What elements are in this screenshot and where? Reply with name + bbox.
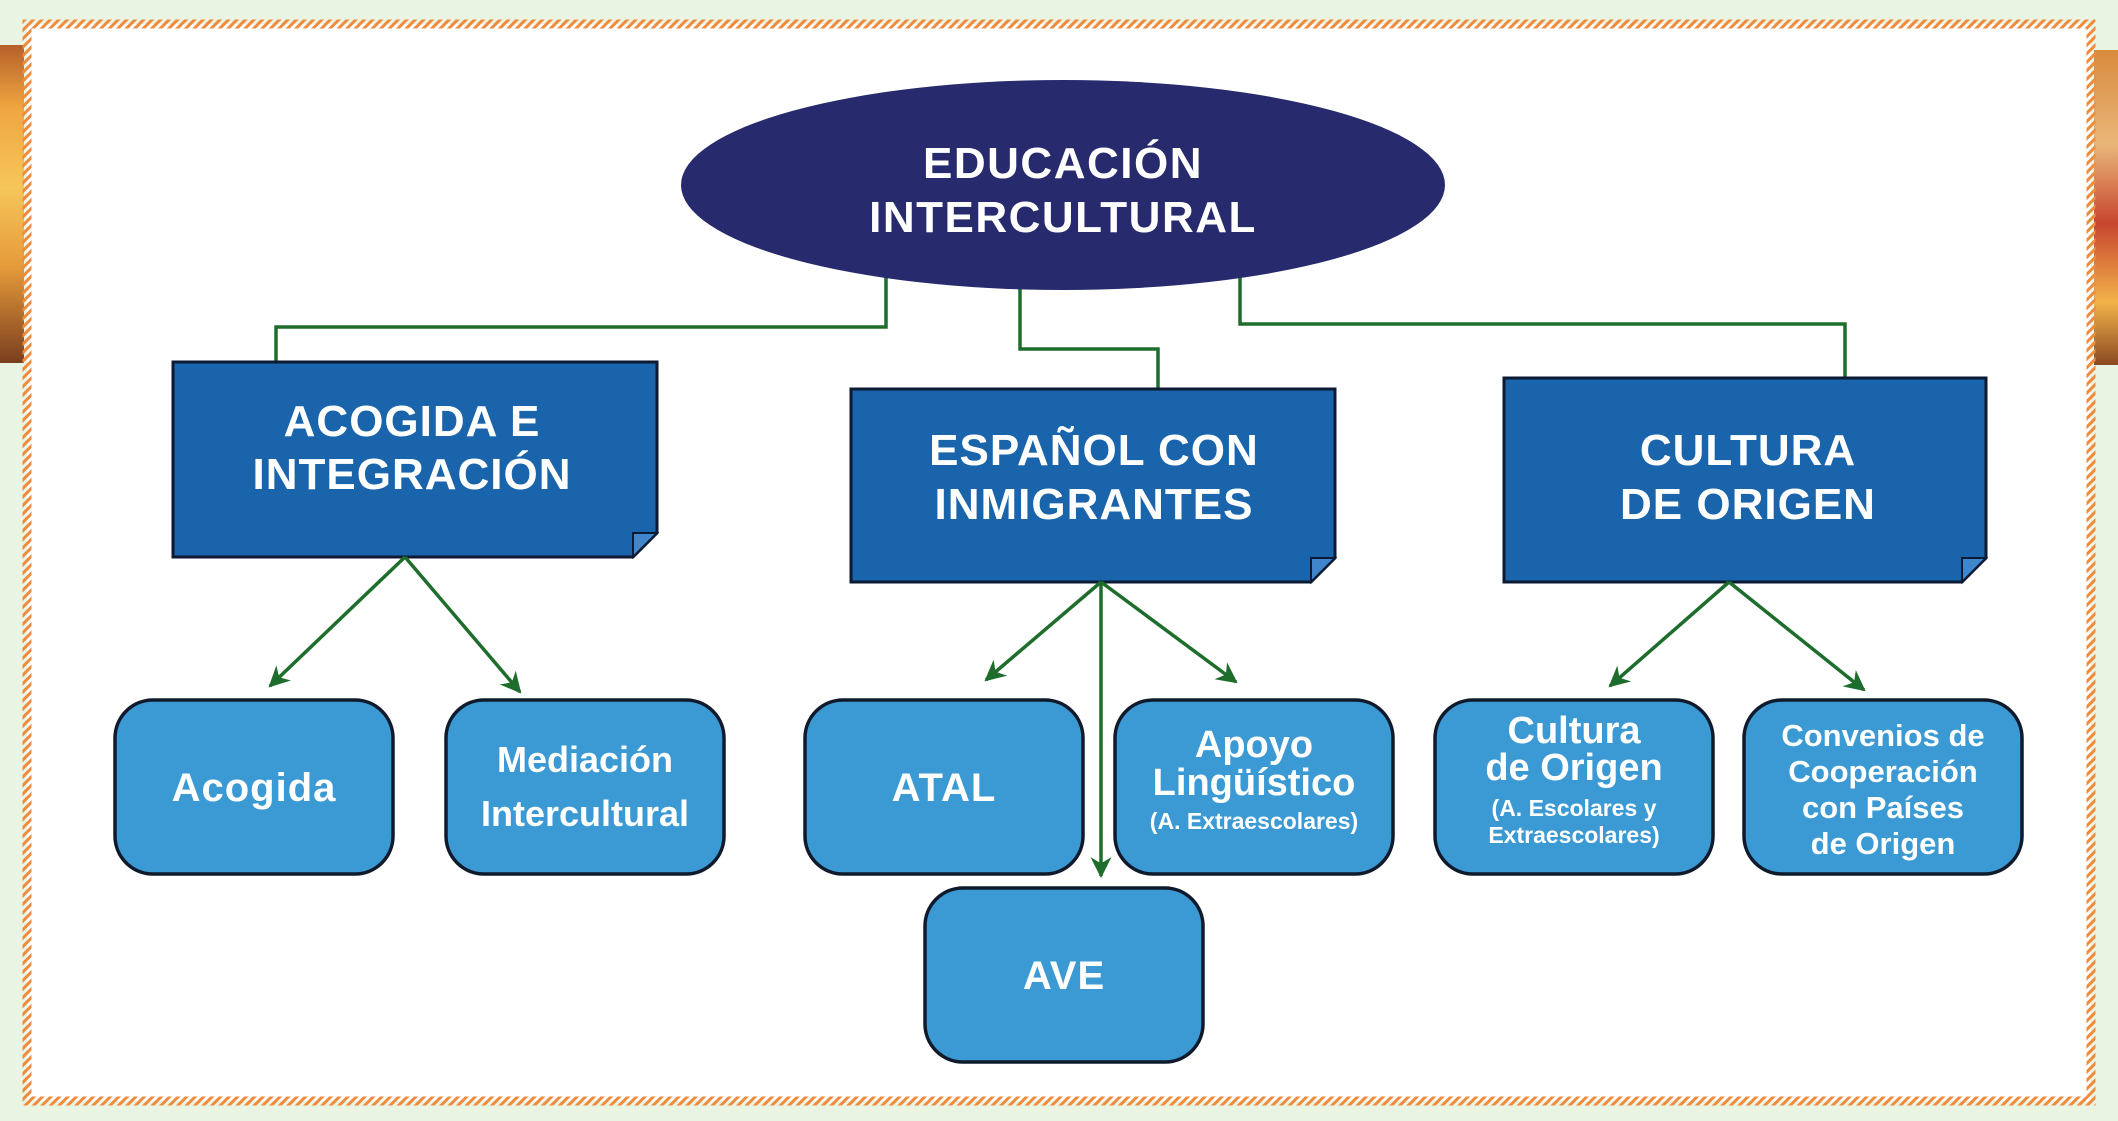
- arrow-to-cultura-origen: [1608, 580, 1731, 688]
- program-box: [444, 698, 726, 876]
- folded-corner-icon: [632, 532, 660, 560]
- program-label-line-1: Apoyo: [1195, 724, 1313, 766]
- category-espanol-inmigrantes: ESPAÑOL CON INMIGRANTES: [849, 387, 1338, 585]
- program-atal: ATAL: [803, 698, 1085, 876]
- connector-root-cultura: [1238, 270, 1847, 378]
- program-label-line-2: Lingüístico: [1153, 762, 1356, 804]
- root-label-line-1: EDUCACIÓN: [923, 138, 1203, 188]
- folded-corner-icon: [1310, 557, 1338, 585]
- program-label-line-1: Cultura: [1508, 710, 1642, 752]
- root-connectors: [274, 270, 1847, 389]
- root-ellipse: [681, 80, 1445, 290]
- background-image-fragment-right: [2094, 50, 2118, 365]
- program-box: [923, 886, 1205, 1064]
- program-note-line-1: (A. Extraescolares): [1150, 808, 1358, 834]
- program-convenios-cooperacion: Convenios de Cooperación con Países de O…: [1742, 698, 2024, 876]
- program-box: [803, 698, 1085, 876]
- category-cultura-de-origen: CULTURA DE ORIGEN: [1502, 376, 1989, 585]
- program-note-line-1: (A. Escolares y: [1492, 795, 1657, 821]
- program-apoyo-linguistico: Apoyo Lingüístico (A. Extraescolares): [1113, 698, 1395, 876]
- program-mediacion-intercultural: Mediación Intercultural: [444, 698, 726, 876]
- category-acogida-integracion: ACOGIDA E INTEGRACIÓN: [171, 360, 660, 560]
- root-label-line-2: INTERCULTURAL: [869, 193, 1257, 242]
- folded-corner-icon: [1961, 557, 1989, 585]
- program-label-line-4: de Origen: [1811, 826, 1956, 861]
- category-label-line-1: ESPAÑOL CON: [929, 425, 1259, 475]
- program-label-line-1: ATAL: [892, 766, 997, 810]
- program-acogida: Acogida: [113, 698, 395, 876]
- arrow-to-mediacion: [403, 555, 522, 694]
- program-label-line-1: Acogida: [172, 766, 337, 810]
- arrow-to-apoyo: [1099, 580, 1238, 684]
- program-label-line-2: Cooperación: [1788, 754, 1977, 789]
- program-label-line-1: Convenios de: [1781, 718, 1984, 753]
- connector-root-acogida: [274, 270, 888, 362]
- program-label-line-1: AVE: [1023, 954, 1105, 998]
- category-label-line-1: CULTURA: [1640, 426, 1856, 475]
- program-label-line-1: Mediación: [497, 739, 673, 780]
- connector-root-espanol: [1018, 270, 1160, 389]
- program-label-line-2: Intercultural: [481, 793, 689, 834]
- arrow-to-convenios: [1727, 580, 1866, 692]
- category-label-line-2: INMIGRANTES: [935, 480, 1254, 529]
- program-box: [1113, 698, 1395, 876]
- program-ave: AVE: [923, 886, 1205, 1064]
- background-image-fragment-left: [0, 45, 24, 363]
- program-arrows: [268, 555, 1866, 879]
- program-label-line-3: con Países: [1802, 790, 1964, 825]
- program-label-line-2: de Origen: [1485, 747, 1662, 789]
- arrow-to-acogida: [268, 555, 407, 688]
- category-label-line-1: ACOGIDA E: [284, 397, 541, 446]
- root-node: EDUCACIÓN INTERCULTURAL: [681, 80, 1445, 290]
- category-label-line-2: DE ORIGEN: [1620, 480, 1876, 529]
- program-cultura-de-origen: Cultura de Origen (A. Escolares y Extrae…: [1433, 698, 1715, 876]
- program-box: [1742, 698, 2024, 876]
- arrow-to-atal: [984, 580, 1103, 682]
- program-box: [113, 698, 395, 876]
- program-box: [1433, 698, 1715, 876]
- program-note-line-2: Extraescolares): [1488, 822, 1659, 848]
- category-label-line-2: INTEGRACIÓN: [253, 449, 572, 499]
